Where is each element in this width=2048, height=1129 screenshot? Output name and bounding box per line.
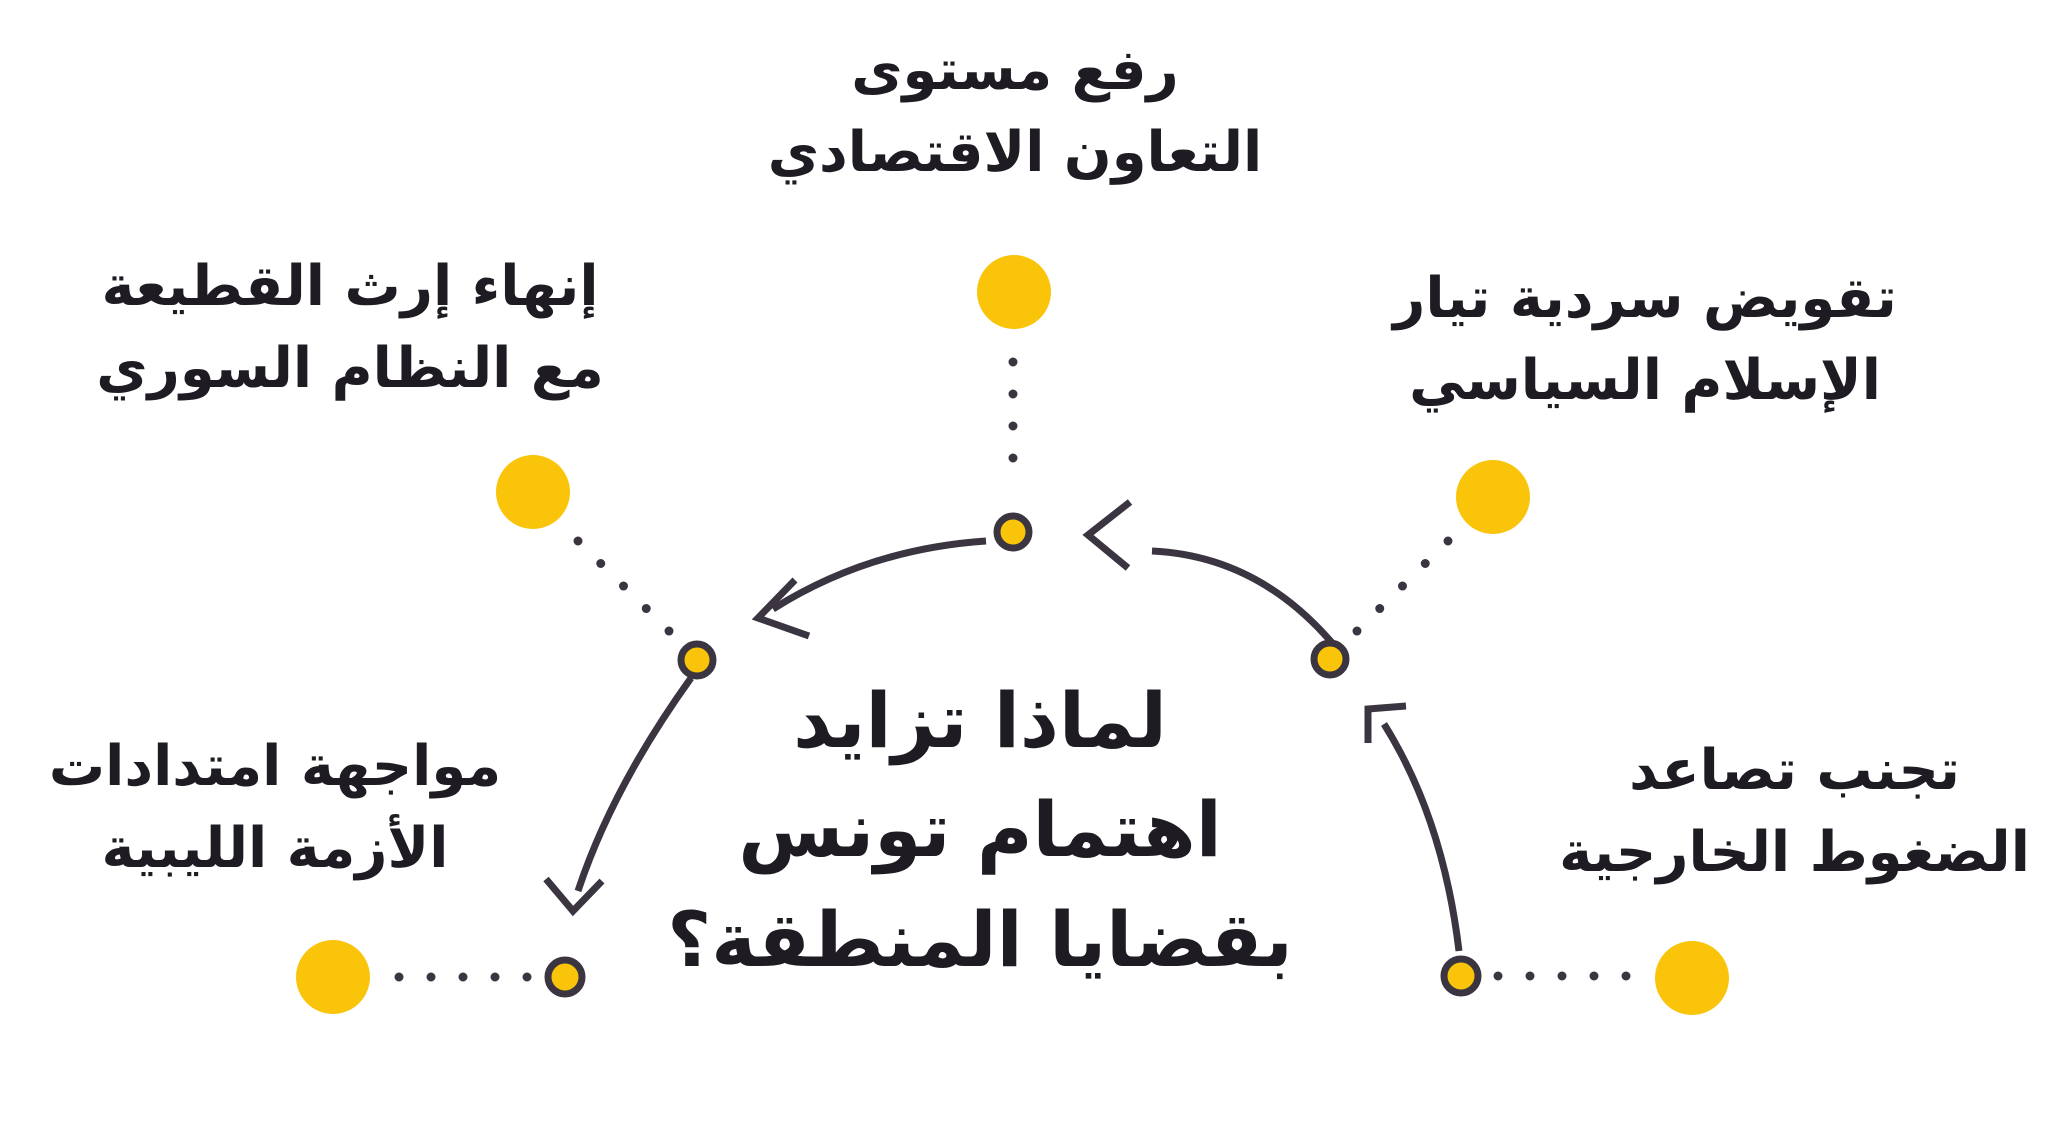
node-dot-islamism <box>1310 639 1350 679</box>
center-question-line1: لماذا تزايد <box>793 676 1167 765</box>
label-islamism: تقويض سردية تيار الإسلام السياسي <box>1365 258 1925 423</box>
label-economic-line2: التعاون الاقتصادي <box>767 120 1263 186</box>
label-islamism-line2: الإسلام السياسي <box>1409 348 1881 414</box>
label-libya-line2: الأزمة الليبية <box>101 816 449 882</box>
label-syria-line1: إنهاء إرث القطيعة <box>101 254 599 319</box>
arrow-right-to-top <box>1151 547 1336 647</box>
arrow-top-to-left <box>771 537 987 612</box>
node-dot-libya <box>544 956 586 998</box>
connector-dots-islamism <box>1351 536 1453 637</box>
bullet-dot-libya <box>296 940 370 1014</box>
bullet-dot-syria <box>496 455 570 529</box>
label-libya: مواجهة امتدادات الأزمة الليبية <box>5 726 545 891</box>
arrowhead-bottomright-to-right <box>1364 702 1407 743</box>
connector-dots-syria <box>573 536 675 637</box>
label-pressure: تجنب تصاعد الضغوط الخارجية <box>1522 730 2048 895</box>
label-pressure-line1: تجنب تصاعد <box>1629 738 1960 803</box>
arrowhead-right-to-top <box>1082 499 1133 571</box>
label-economic: رفع مستوى التعاون الاقتصادي <box>715 30 1315 195</box>
label-economic-line1: رفع مستوى <box>851 38 1179 103</box>
label-libya-line1: مواجهة امتدادات <box>48 734 502 799</box>
arrow-bottomright-to-right <box>1381 722 1463 952</box>
arrowhead-top-to-left <box>751 577 811 640</box>
bullet-dot-pressure <box>1655 941 1729 1015</box>
label-pressure-line2: الضغوط الخارجية <box>1559 820 2030 886</box>
node-dot-syria <box>677 640 717 680</box>
center-question: لماذا تزايد اهتمام تونس بقضايا المنطقة؟ <box>630 666 1330 994</box>
node-dot-economic <box>993 512 1033 552</box>
center-question-line3: بقضايا المنطقة؟ <box>667 894 1293 984</box>
node-dot-pressure <box>1440 955 1482 997</box>
arrow-left-to-bottomleft <box>574 675 694 893</box>
arrowhead-left-to-bottomleft <box>543 876 605 917</box>
bullet-dot-islamism <box>1456 460 1530 534</box>
bullet-dot-economic <box>977 255 1051 329</box>
label-islamism-line1: تقويض سردية تيار <box>1393 266 1897 331</box>
label-syria: إنهاء إرث القطيعة مع النظام السوري <box>50 246 650 411</box>
center-question-line2: اهتمام تونس <box>738 785 1222 875</box>
label-syria-line2: مع النظام السوري <box>96 336 604 402</box>
